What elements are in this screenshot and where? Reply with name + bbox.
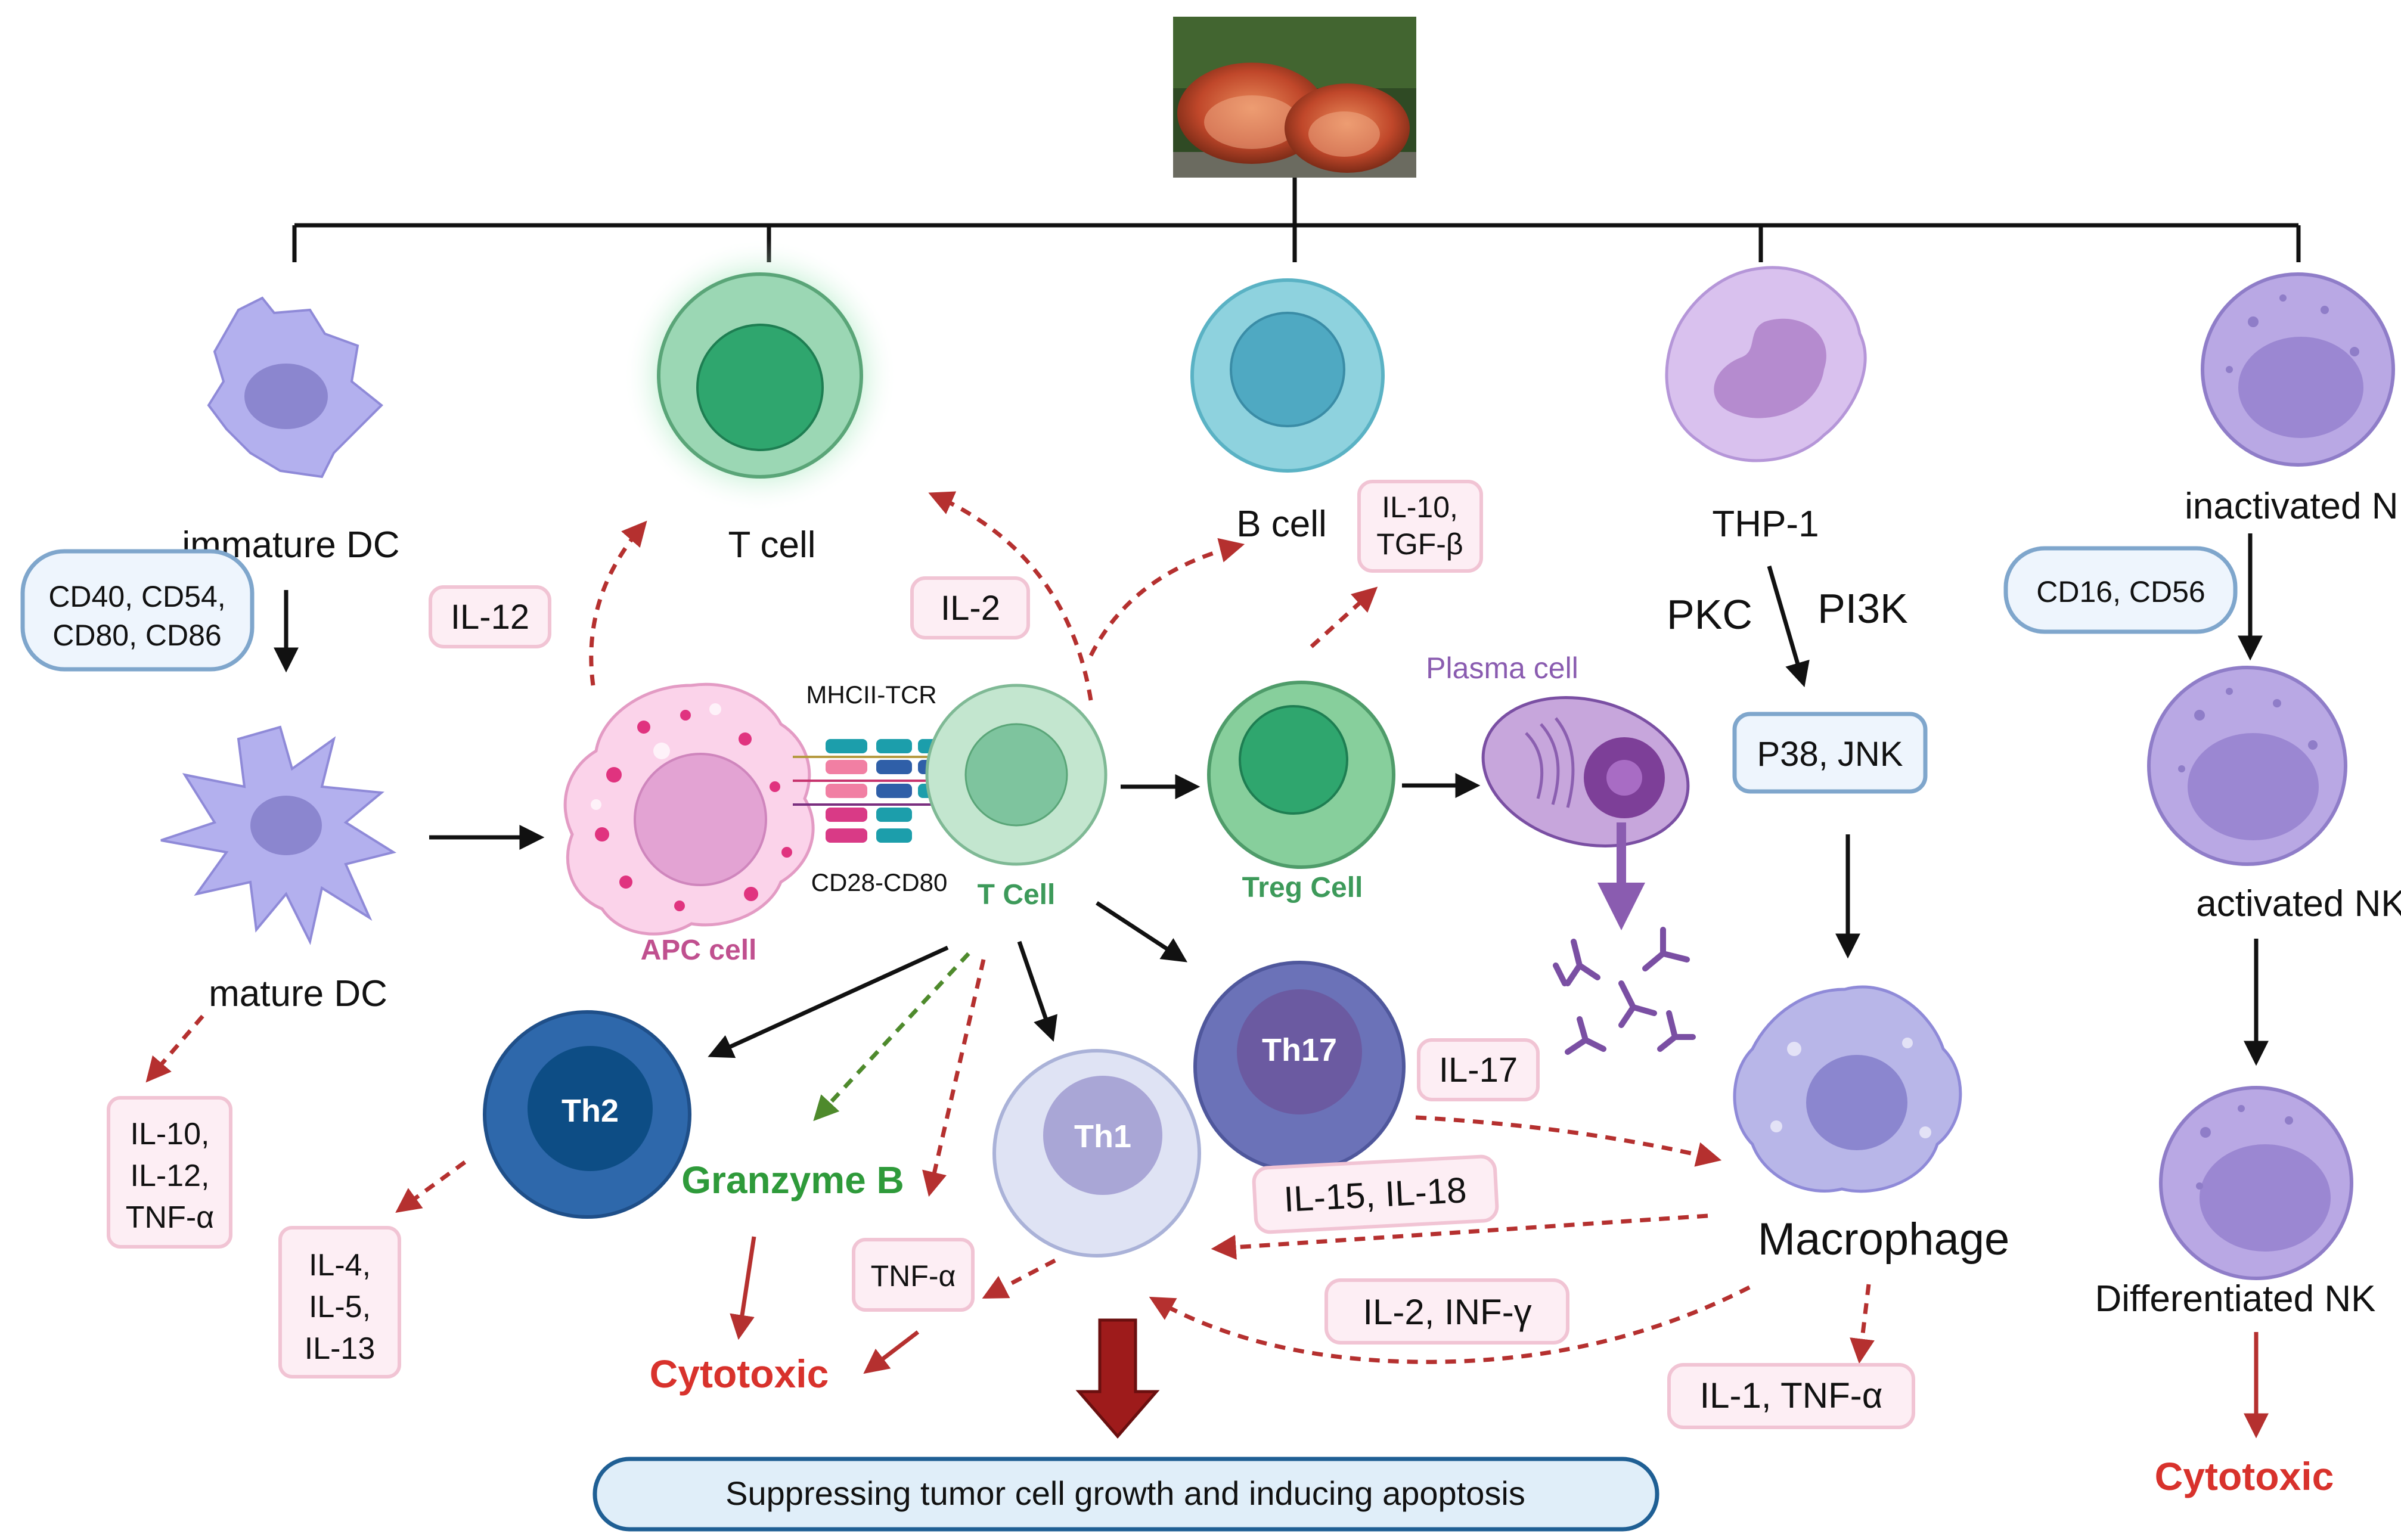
th2-cytokine-line-1: IL-4,: [309, 1248, 371, 1283]
il15-il18-label: IL-15, IL-18: [1283, 1170, 1468, 1219]
il17-label: IL-17: [1439, 1051, 1518, 1089]
inactivated-nk-icon: [2201, 272, 2395, 467]
il12-box: IL-12: [429, 585, 551, 648]
dashed-arrow-macrophage-to-il1: [1850, 1284, 1875, 1364]
mature-dc-icon: [160, 725, 397, 945]
dashed-arrow-th2-to-cytokines: [395, 1160, 467, 1213]
p38-jnk-label: P38, JNK: [1757, 735, 1903, 774]
dashed-arrow-mature-dc-to-cytokines: [145, 1014, 204, 1083]
t-cell-top-icon: [623, 238, 897, 513]
th17-label: Th17: [1262, 1032, 1337, 1068]
th1-label: Th1: [1074, 1119, 1131, 1154]
th2-cell-icon: [483, 1010, 691, 1219]
apc-cell-icon: [563, 682, 815, 936]
plasma-cell-label: Plasma cell: [1426, 651, 1578, 685]
mature-dc-label: mature DC: [209, 973, 387, 1014]
th17-cell-icon: [1193, 961, 1406, 1173]
macrophage-icon: [1733, 985, 1962, 1193]
cd28-cd80-label: CD28-CD80: [811, 868, 948, 896]
il12-label: IL-12: [451, 598, 529, 637]
il2-label: IL-2: [941, 589, 1000, 628]
th2-cytokine-box: IL-4, IL-5, IL-13: [278, 1226, 401, 1378]
dashed-arrow-t-cell-il2-feedback: [928, 491, 1093, 701]
dc-cytokine-line-2: IL-12,: [131, 1159, 210, 1193]
il10-tgfb-line-2: TGF-β: [1376, 527, 1463, 561]
activated-nk-label: activated NK: [2196, 883, 2401, 924]
macrophage-label: Macrophage: [1758, 1214, 2010, 1265]
arrow-tnfa-to-cytotoxic: [863, 1330, 920, 1374]
big-down-arrow-icon: [1075, 1318, 1160, 1439]
arrow-t-cell-to-th1: [1017, 940, 1057, 1042]
dashed-arrow-th1-to-tnfa: [982, 1258, 1056, 1299]
tnfa-label: TNF-α: [871, 1259, 956, 1293]
il1-tnfa-label: IL-1, TNF-α: [1700, 1376, 1883, 1415]
plasma-cell-icon: [1481, 696, 1690, 847]
arrow-thp1-to-p38: [1767, 566, 1810, 688]
dashed-arrow-macrophage-to-th1-il2: [1149, 1285, 1751, 1364]
dashed-arrow-apc-to-t-cell: [589, 520, 647, 686]
top-branch-lines: [292, 178, 2301, 262]
nk-markers-label: CD16, CD56: [2036, 575, 2205, 608]
il10-tgfb-line-1: IL-10,: [1382, 490, 1458, 524]
differentiated-nk-label: Differentiated NK: [2095, 1278, 2376, 1319]
pkc-label: PKC: [1667, 591, 1752, 638]
nk-markers-box: CD16, CD56: [2003, 546, 2238, 634]
dashed-arrow-t-cell-to-b-cell: [1088, 538, 1245, 657]
il17-box: IL-17: [1417, 1038, 1540, 1101]
t-cell-center-label: T Cell: [978, 879, 1056, 911]
il2-box: IL-2: [910, 576, 1030, 639]
th2-cytokine-line-3: IL-13: [305, 1331, 376, 1366]
outcome-box: Suppressing tumor cell growth and induci…: [593, 1457, 1659, 1532]
dc-cytokine-line-3: TNF-α: [126, 1200, 214, 1235]
il2-infg-box: IL-2, INF-γ: [1324, 1278, 1569, 1345]
dc-markers-line-2: CD80, CD86: [52, 619, 221, 652]
pi3k-label: PI3K: [1817, 585, 1908, 632]
th2-label: Th2: [562, 1093, 619, 1129]
treg-cell-label: Treg Cell: [1242, 872, 1363, 903]
apc-cell-label: APC cell: [641, 934, 757, 966]
dashed-arrow-macrophage-to-th1-il15: [1211, 1213, 1708, 1260]
treg-cell-icon: [1207, 681, 1395, 869]
tnfa-box: TNF-α: [852, 1238, 975, 1312]
antibodies-icon: [1553, 927, 1696, 1055]
t-cell-top-label: T cell: [728, 524, 815, 566]
left-cytotoxic-label: Cytotoxic: [650, 1352, 829, 1396]
th2-cytokine-line-2: IL-5,: [309, 1290, 371, 1324]
dashed-arrow-t-cell-to-granzyme: [813, 952, 970, 1122]
il10-tgfb-box: IL-10, TGF-β: [1357, 480, 1483, 573]
arrow-granzyme-to-cytotoxic: [730, 1236, 756, 1340]
il2-infg-label: IL-2, INF-γ: [1363, 1292, 1531, 1332]
activated-nk-icon: [2147, 666, 2347, 866]
dc-markers-box: CD40, CD54, CD80, CD86: [20, 549, 255, 672]
p38-jnk-box: P38, JNK: [1732, 712, 1928, 794]
th1-cell-icon: [992, 1049, 1201, 1258]
differentiated-nk-icon: [2159, 1086, 2353, 1280]
arrow-t-cell-to-th2: [708, 945, 949, 1058]
dc-markers-line-1: CD40, CD54,: [48, 580, 225, 613]
il15-il18-box: IL-15, IL-18: [1252, 1154, 1499, 1234]
mhcii-tcr-label: MHCII-TCR: [806, 681, 936, 709]
granzyme-b-label: Granzyme B: [681, 1159, 904, 1201]
thp1-icon: [1665, 266, 1867, 462]
dashed-arrow-th17-to-macrophage: [1415, 1115, 1722, 1167]
dc-cytokine-line-1: IL-10,: [131, 1117, 210, 1151]
inactivated-nk-label: inactivated NK: [2185, 486, 2401, 527]
dashed-arrow-treg-to-il10: [1310, 586, 1378, 648]
immature-dc-icon: [207, 296, 383, 479]
t-cell-center-icon: [925, 684, 1108, 866]
reishi-mushroom-image: [1173, 17, 1416, 178]
thp1-label: THP-1: [1712, 504, 1819, 545]
dashed-arrow-t-cell-to-tnfa: [922, 959, 986, 1197]
b-cell-label: B cell: [1236, 504, 1327, 545]
dc-cytokine-box: IL-10, IL-12, TNF-α: [107, 1096, 232, 1249]
il1-tnfa-box: IL-1, TNF-α: [1667, 1363, 1915, 1429]
nk-cytotoxic-label: Cytotoxic: [2155, 1454, 2334, 1498]
arrow-t-cell-to-th17: [1096, 901, 1188, 962]
outcome-label: Suppressing tumor cell growth and induci…: [725, 1474, 1525, 1512]
b-cell-icon: [1190, 278, 1385, 473]
